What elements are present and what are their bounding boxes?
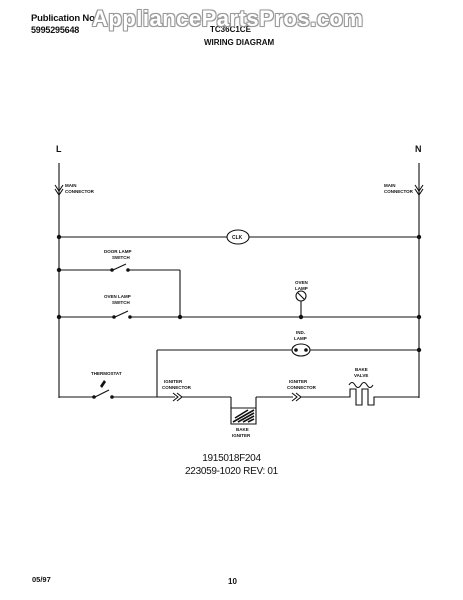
model-number: TC36C1CE	[210, 25, 251, 34]
igniter-connector-left-label-2: CONNECTOR	[162, 385, 192, 390]
print-date: 05/97	[32, 575, 51, 584]
publication-number: 5995295648	[31, 25, 80, 35]
igniter-connector-right-arrow	[291, 392, 302, 402]
door-lamp-switch-label-2: SWITCH	[112, 255, 130, 260]
thermostat-label: THERMOSTAT	[91, 371, 122, 376]
main-connector-right-arrow	[414, 184, 424, 196]
bake-igniter-symbol	[230, 407, 257, 425]
part-code: 1915018F204	[202, 453, 261, 464]
bake-valve-label-2: VALVE	[354, 373, 368, 378]
main-connector-left-arrow	[54, 184, 64, 196]
ind-lamp-label-1: IND.	[296, 330, 305, 335]
clock-symbol	[226, 229, 250, 245]
bake-igniter-label-2: IGNITER	[232, 433, 251, 438]
igniter-connector-right-label-1: IGNITER	[289, 379, 308, 384]
main-connector-right-label-1: MAIN	[384, 183, 396, 188]
bake-valve-label-1: BAKE	[355, 367, 368, 372]
thermostat-bulb	[100, 380, 106, 388]
bake-valve-coil	[348, 381, 374, 389]
main-connector-left-label-1: MAIN	[65, 183, 77, 188]
oven-lamp-label-1: OVEN	[295, 280, 308, 285]
igniter-connector-left-label-1: IGNITER	[164, 379, 183, 384]
publication-label: Publication No.	[31, 13, 98, 24]
watermark: AppliancePartsPros.com	[92, 6, 364, 31]
diagram-title: WIRING DIAGRAM	[204, 38, 275, 47]
bake-igniter-label-1: BAKE	[236, 427, 249, 432]
main-connector-right-label-2: CONNECTOR	[384, 189, 414, 194]
oven-lamp-symbol	[295, 290, 307, 302]
door-switch-blade	[112, 263, 127, 271]
revision-code: 223059-1020 REV: 01	[185, 466, 278, 477]
line-l-label: L	[56, 144, 62, 154]
line-n-label: N	[415, 144, 422, 154]
page-number: 10	[228, 577, 237, 586]
oven-lamp-switch-label-2: SWITCH	[112, 300, 130, 305]
thermostat-blade	[94, 389, 110, 398]
oven-lamp-switch-label-1: OVEN LAMP	[104, 294, 131, 299]
clock-label: CLK	[232, 235, 243, 241]
oven-lamp-label-2: LAMP	[295, 286, 308, 291]
main-connector-left-label-2: CONNECTOR	[65, 189, 95, 194]
oven-switch-blade	[114, 310, 129, 318]
door-lamp-switch-label-1: DOOR LAMP	[104, 249, 132, 254]
igniter-connector-right-label-2: CONNECTOR	[287, 385, 317, 390]
ind-lamp-label-2: LAMP	[294, 336, 307, 341]
bake-valve-symbol	[344, 388, 378, 406]
